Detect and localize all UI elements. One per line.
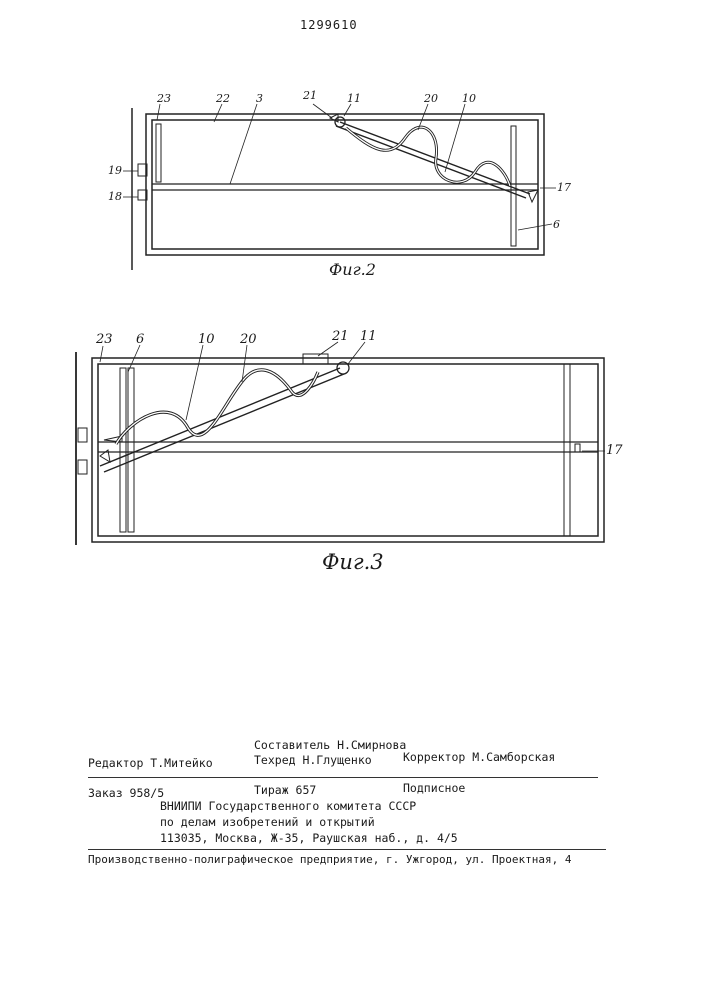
imprint-printer: Производственно-полиграфическое предприя… [88, 853, 571, 866]
imprint-composer: Составитель Н.Смирнова [254, 738, 406, 752]
imprint-org-line2: по делам изобретений и открытий [160, 815, 375, 829]
imprint-techred: Техред Н.Глущенко [254, 753, 372, 767]
fig3-label-21: 21 [332, 329, 349, 344]
imprint-circulation: Тираж 657 [254, 783, 316, 797]
fig3-label-17: 17 [606, 443, 623, 458]
fig3-label-23: 23 [96, 332, 113, 347]
fig3-label-10: 10 [198, 332, 215, 347]
figure-3-drawing [0, 0, 707, 600]
imprint-subscription: Подписное [403, 781, 465, 795]
imprint-corrector: Корректор М.Самборская [403, 750, 555, 764]
fig3-label-11: 11 [360, 329, 377, 344]
fig3-label-6: 6 [136, 332, 144, 347]
imprint-editor: Редактор Т.Митейко [88, 756, 213, 770]
fig3-label-20: 20 [240, 332, 257, 347]
fig3-inner-frame [98, 364, 598, 536]
imprint-rule-top [88, 777, 598, 778]
fig3-caption: Фиг.3 [322, 550, 384, 574]
fig3-outer-frame [92, 358, 604, 542]
imprint-order: Заказ 958/5 [88, 786, 164, 800]
imprint-org-address: 113035, Москва, Ж-35, Раушская наб., д. … [160, 831, 458, 845]
imprint-org-line1: ВНИИПИ Государственного комитета СССР [160, 799, 416, 813]
imprint-rule-bottom [88, 849, 606, 850]
